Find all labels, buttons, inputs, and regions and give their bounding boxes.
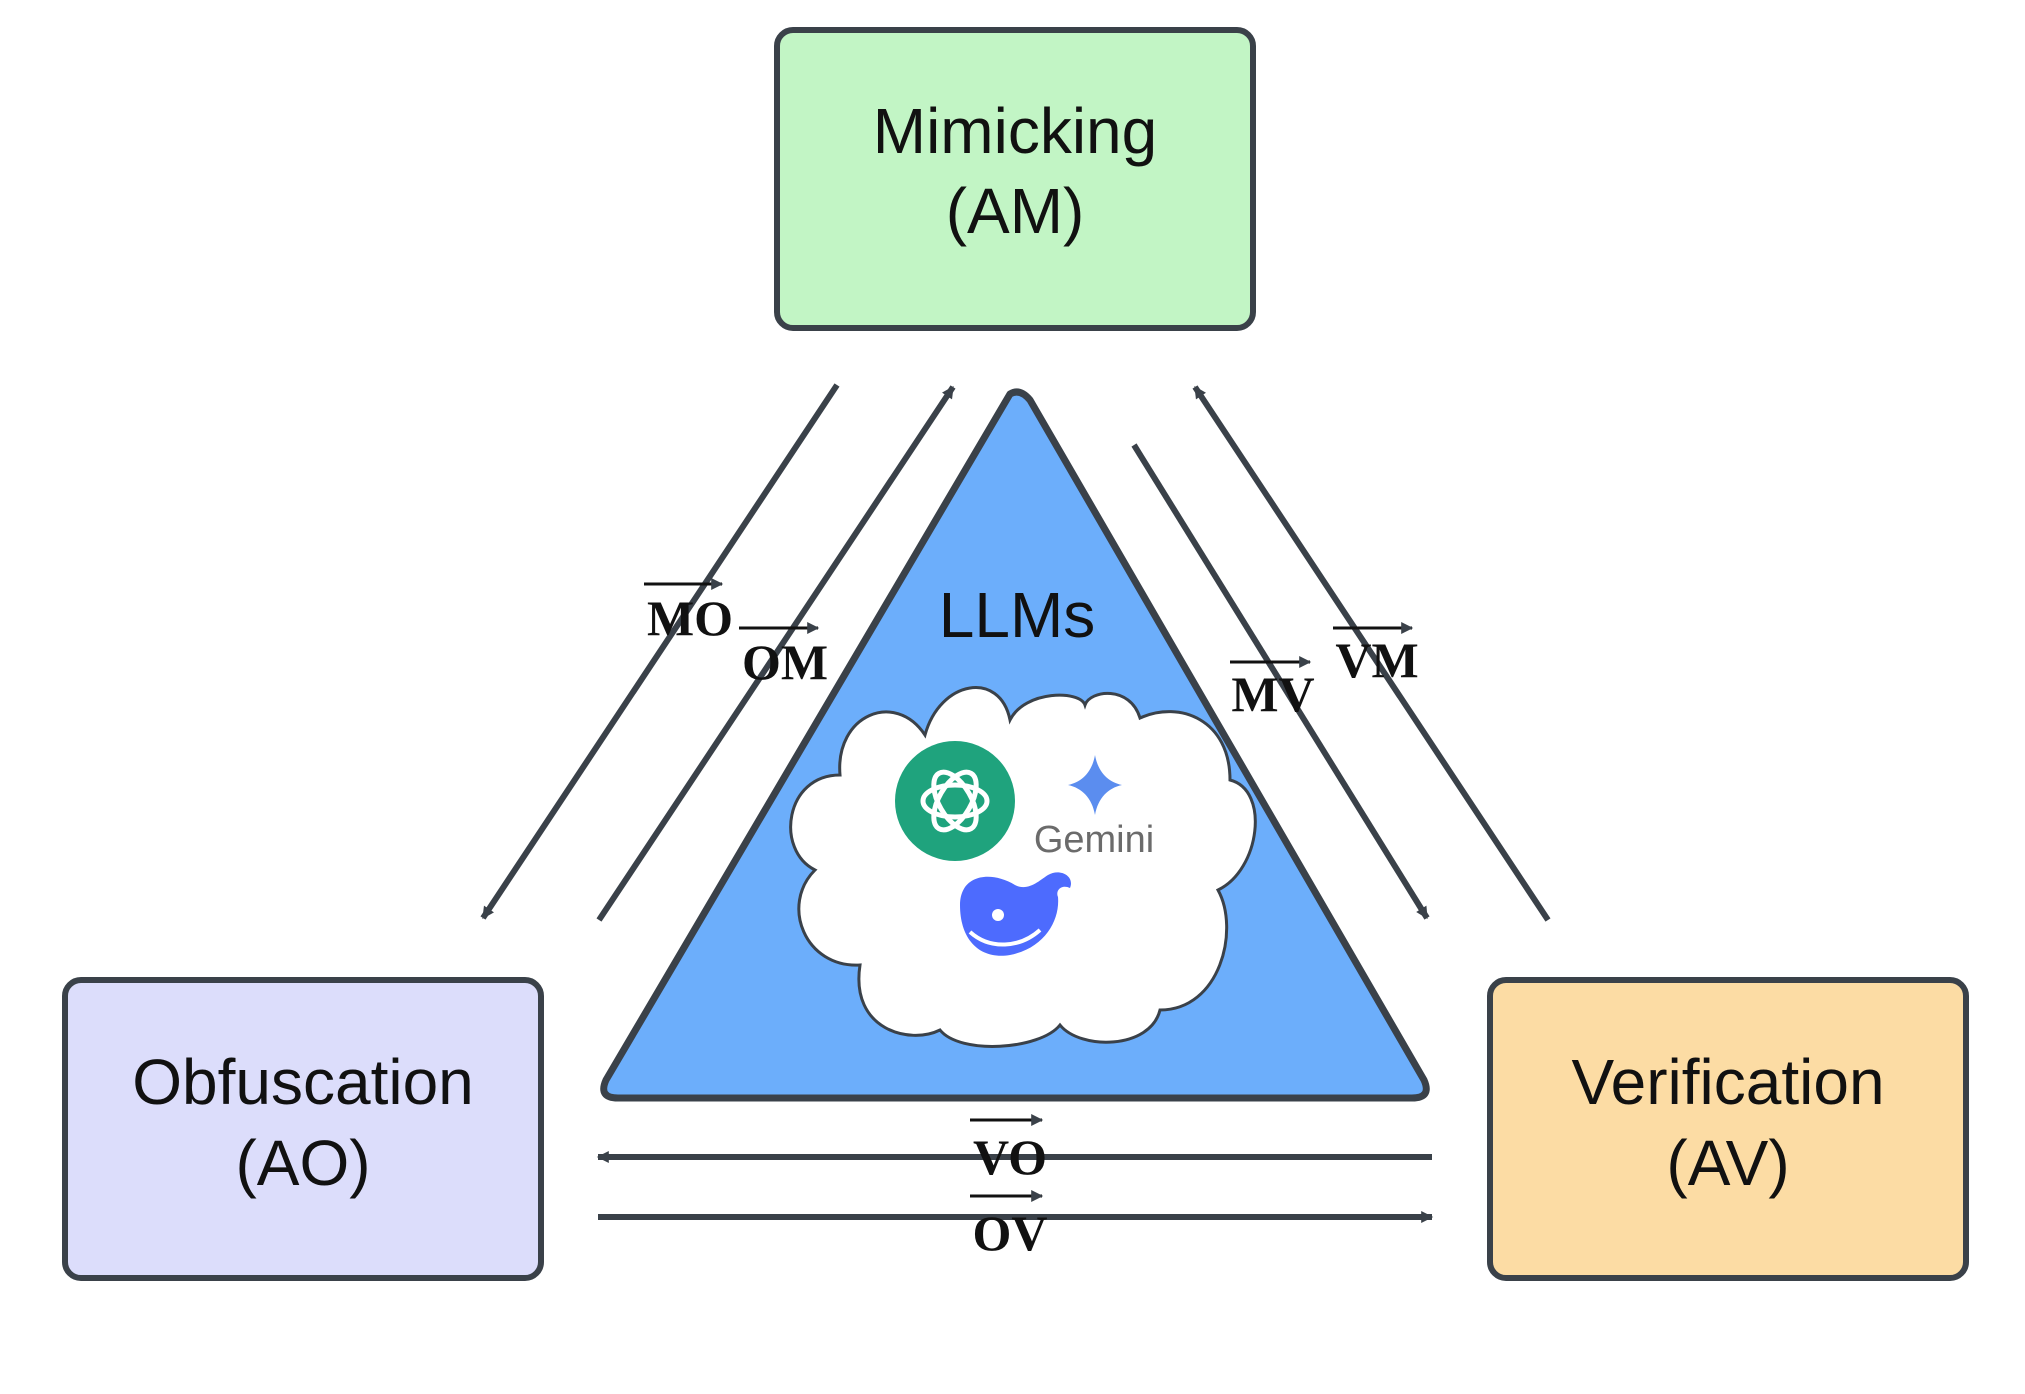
obfuscation-title: Obfuscation [132,1046,474,1118]
label-vm: VM [1333,622,1419,688]
label-mo-text: MO [647,590,733,646]
label-mo: MO [644,578,733,646]
label-vo: VO [970,1114,1047,1185]
label-vm-text: VM [1335,632,1418,688]
arrow-mv [1131,443,1430,920]
mimicking-box [774,27,1256,331]
gemini-label: Gemini [1034,819,1154,861]
verification-title: Verification [1571,1046,1884,1118]
label-om: OM [739,622,828,690]
obfuscation-box [62,977,544,1281]
llm-title: LLMs [939,579,1096,651]
gemini-sparkle-icon [1068,755,1122,815]
mimicking-abbr: (AM) [946,175,1085,247]
openai-logo-icon [895,741,1015,861]
label-mv: MV [1230,656,1315,722]
verification-box [1487,977,1969,1281]
verification-abbr: (AV) [1666,1127,1789,1199]
obfuscation-abbr: (AO) [235,1127,370,1199]
label-mv-text: MV [1231,666,1314,722]
arrow-vm [1192,385,1551,922]
cloud [789,686,1257,1048]
arrow-om [596,385,956,922]
label-ov: OV [970,1190,1048,1261]
label-om-text: OM [742,634,828,690]
deepseek-whale-icon [960,872,1071,956]
arrow-mo [480,383,840,920]
mimicking-title: Mimicking [873,95,1157,167]
label-ov-text: OV [973,1205,1048,1261]
label-vo-text: VO [973,1129,1047,1185]
